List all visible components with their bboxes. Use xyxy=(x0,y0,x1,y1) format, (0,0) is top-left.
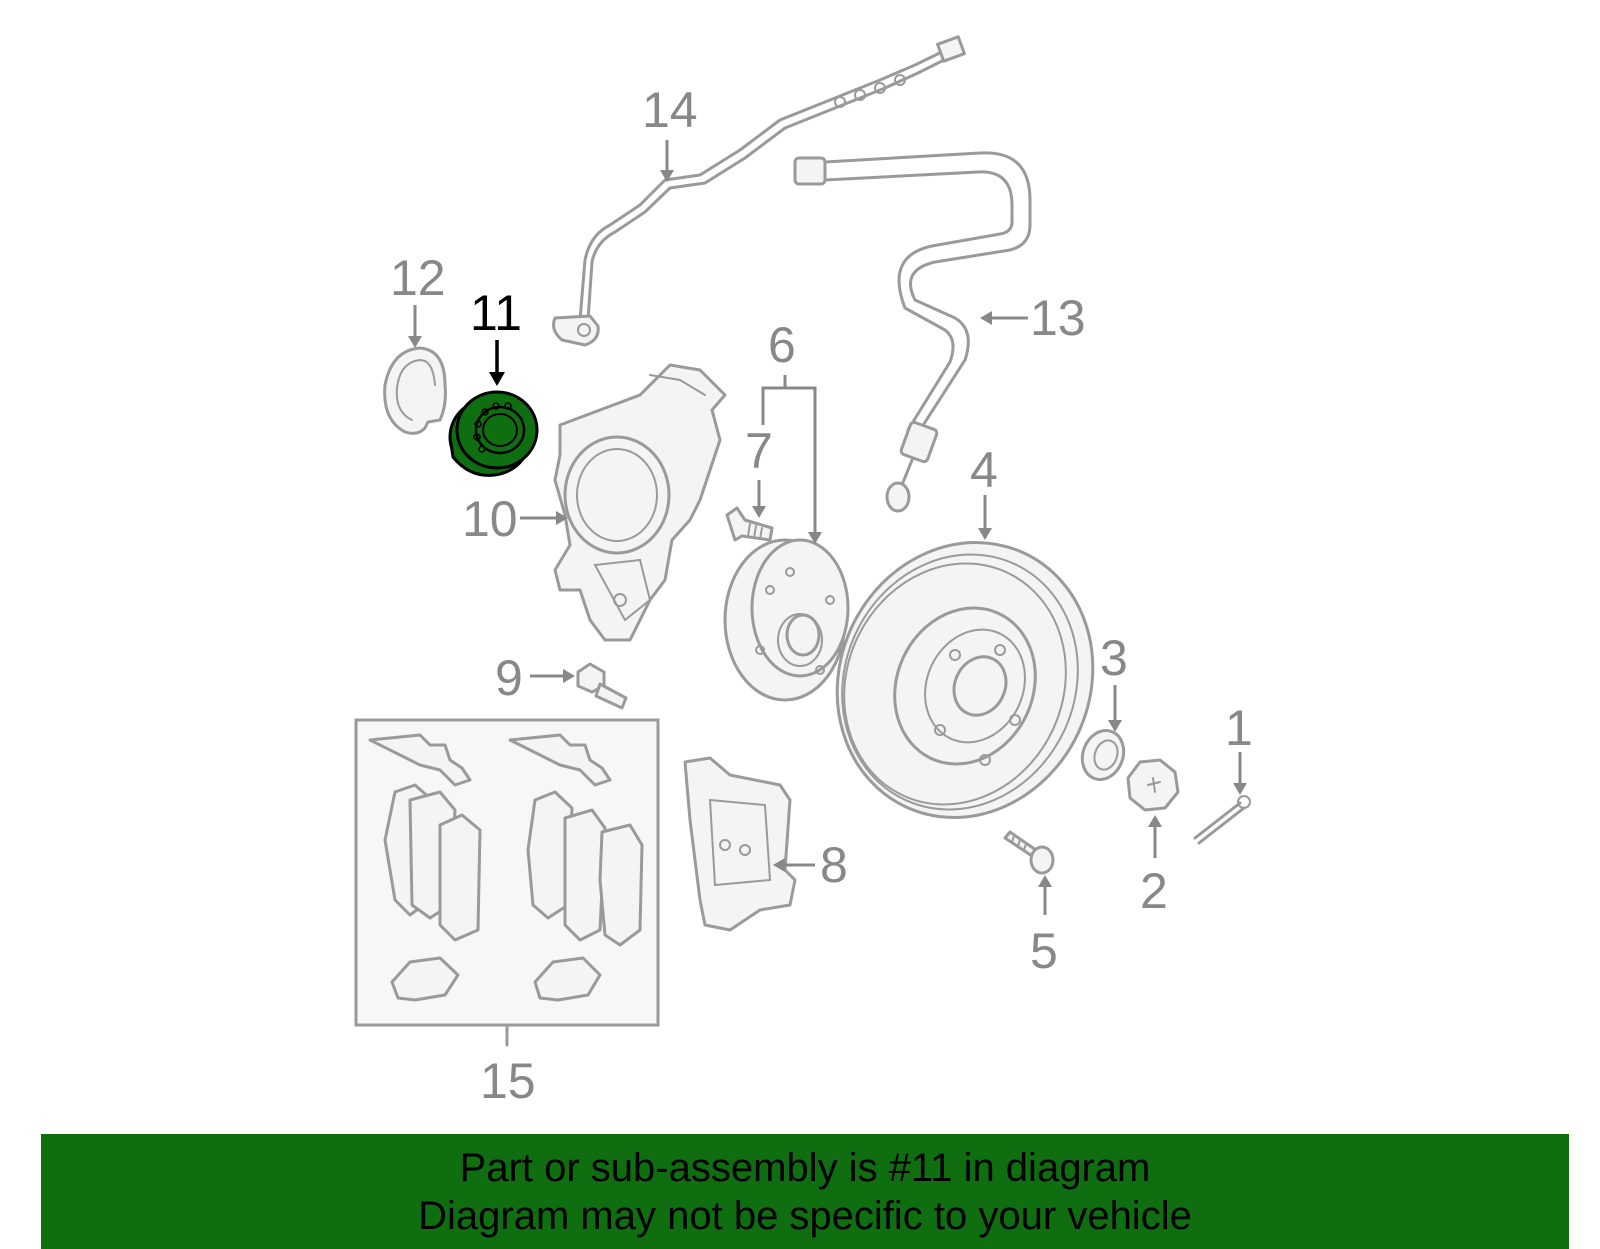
part-7-wheel-stud[interactable] xyxy=(725,506,774,542)
callout-12[interactable]: 12 xyxy=(390,250,446,306)
part-14-abs-sensor-wire[interactable] xyxy=(552,35,966,347)
leader-arrows xyxy=(408,140,1247,915)
part-8-caliper-bracket[interactable] xyxy=(683,756,797,932)
callout-1[interactable]: 1 xyxy=(1225,700,1253,756)
callout-6[interactable]: 6 xyxy=(768,317,796,373)
callout-5[interactable]: 5 xyxy=(1030,923,1058,979)
part-6-wheel-hub[interactable] xyxy=(723,538,850,702)
callout-15[interactable]: 15 xyxy=(480,1053,536,1109)
part-5-screw[interactable] xyxy=(1003,830,1055,875)
callout-8[interactable]: 8 xyxy=(820,837,848,893)
part-11-wheel-bearing[interactable] xyxy=(448,390,539,477)
banner-line-2: Diagram may not be specific to your vehi… xyxy=(418,1194,1192,1238)
part-1-cotter-pin[interactable] xyxy=(1193,795,1251,845)
part-3-washer[interactable] xyxy=(1076,725,1131,786)
callout-14[interactable]: 14 xyxy=(642,82,698,138)
callout-3[interactable]: 3 xyxy=(1100,630,1128,686)
callout-9[interactable]: 9 xyxy=(495,650,523,706)
callout-labels: 1 2 3 4 5 6 7 8 9 10 11 12 13 14 15 xyxy=(390,82,1253,1109)
part-2-hub-nut[interactable] xyxy=(1126,758,1180,812)
callout-7[interactable]: 7 xyxy=(745,423,773,479)
banner-line-1: Part or sub-assembly is #11 in diagram xyxy=(459,1146,1151,1190)
callout-13[interactable]: 13 xyxy=(1030,290,1086,346)
part-15-brake-pad-kit[interactable] xyxy=(354,718,660,1047)
callout-2[interactable]: 2 xyxy=(1140,863,1168,919)
info-banner: Part or sub-assembly is #11 in diagram D… xyxy=(41,1134,1569,1249)
part-9-bolt[interactable] xyxy=(576,662,628,710)
part-13-brake-line[interactable] xyxy=(793,151,1032,513)
part-12-snap-ring[interactable] xyxy=(383,346,447,435)
callout-4[interactable]: 4 xyxy=(970,442,998,498)
part-10-steering-knuckle[interactable] xyxy=(553,363,727,642)
part-4-brake-rotor[interactable] xyxy=(793,500,1138,859)
callout-10[interactable]: 10 xyxy=(462,491,518,547)
callout-11[interactable]: 11 xyxy=(470,285,522,341)
